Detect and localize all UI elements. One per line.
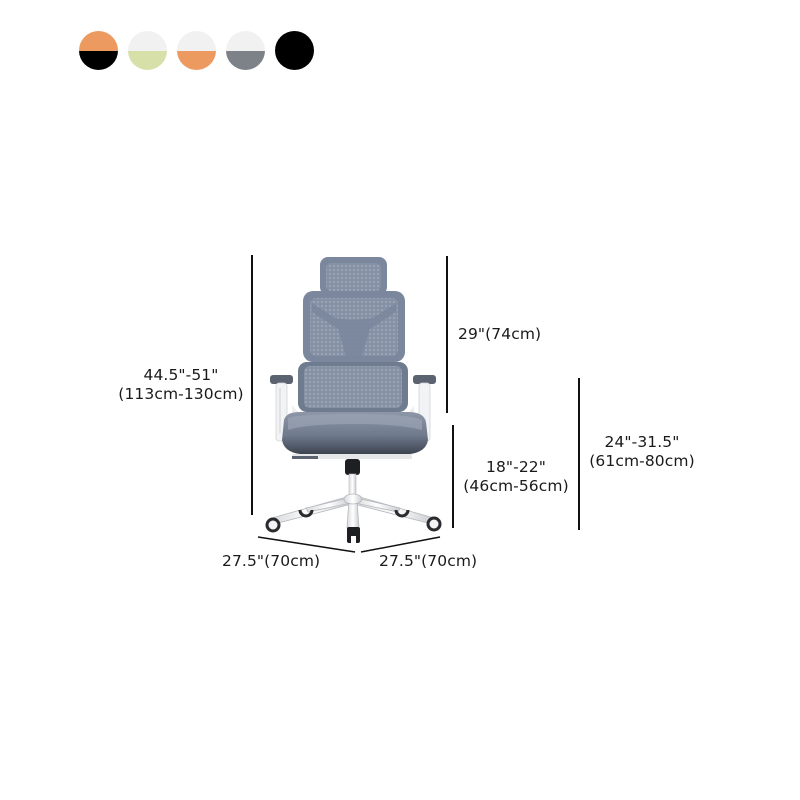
swatch-bottom [275, 50, 314, 70]
color-swatches [79, 31, 314, 70]
backrest-height-label: 29"(74cm) [458, 325, 541, 344]
base-width-value: 27.5"(70cm) [222, 552, 321, 570]
base-depth-label: 27.5"(70cm) [379, 552, 477, 571]
total-height-inches: 44.5"-51" [143, 366, 219, 384]
swatch-white-green[interactable] [128, 31, 167, 70]
seat-height-inches: 18"-22" [486, 458, 546, 476]
swatch-white-orange[interactable] [177, 31, 216, 70]
caster [426, 516, 442, 532]
caster [347, 527, 360, 543]
swatch-top [226, 31, 265, 51]
total-height-cm: (113cm-130cm) [118, 385, 244, 403]
seat-height-label: 18"-22" (46cm-56cm) [456, 458, 576, 496]
swatch-top [128, 31, 167, 51]
armrest-height-inches: 24"-31.5" [604, 433, 680, 451]
seat [282, 412, 428, 454]
swatch-white-grey[interactable] [226, 31, 265, 70]
armrest-height-cm: (61cm-80cm) [589, 452, 695, 470]
base-depth-line [360, 536, 441, 553]
gas-lift-cover [345, 459, 360, 475]
backrest-height-line [446, 256, 448, 413]
caster [298, 509, 314, 518]
base-width-line [257, 536, 356, 553]
backrest-height-value: 29"(74cm) [458, 325, 542, 343]
total-height-line [251, 255, 253, 515]
swatch-top [275, 31, 314, 51]
caster [394, 509, 410, 518]
star-base [271, 493, 435, 529]
swatch-orange-black[interactable] [79, 31, 118, 70]
armrest-height-label: 24"-31.5" (61cm-80cm) [582, 433, 702, 471]
headrest [320, 257, 387, 295]
armrest-height-line [578, 378, 580, 530]
swatch-bottom [226, 50, 265, 70]
swatch-top [79, 31, 118, 51]
casters [265, 509, 442, 543]
base-depth-value: 27.5"(70cm) [379, 552, 478, 570]
backrest-lower [298, 362, 408, 412]
swatch-bottom [128, 50, 167, 70]
caster [265, 517, 281, 533]
swatch-black[interactable] [275, 31, 314, 70]
swatch-bottom [79, 50, 118, 70]
base-width-label: 27.5"(70cm) [222, 552, 320, 571]
swatch-top [177, 31, 216, 51]
seat-height-line [452, 425, 454, 528]
backrest-upper [303, 291, 405, 362]
swatch-bottom [177, 50, 216, 70]
total-height-label: 44.5"-51" (113cm-130cm) [116, 366, 246, 404]
seat-height-cm: (46cm-56cm) [463, 477, 569, 495]
